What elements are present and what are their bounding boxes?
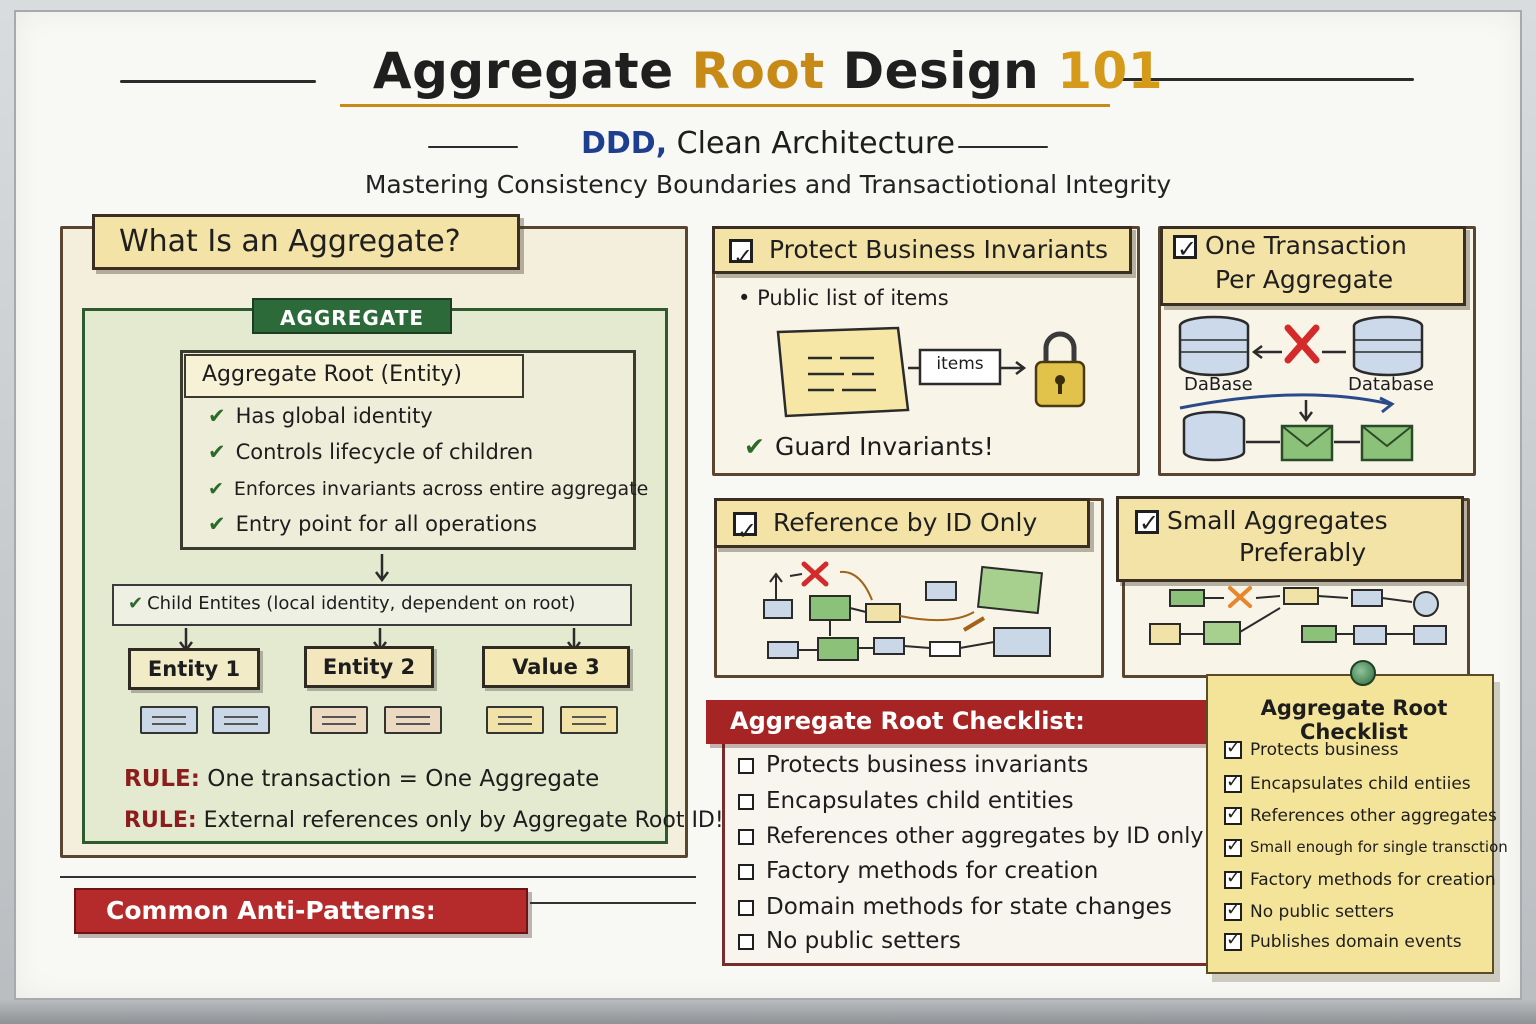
checklist-item[interactable]: Protects business invariants [738, 752, 1088, 778]
checkbox-icon [1224, 899, 1242, 921]
checkbox-icon [1224, 737, 1242, 759]
aggregate-root-title: Aggregate Root (Entity) [184, 354, 524, 398]
checkbox-icon [1224, 803, 1242, 825]
check-icon: ✔ [208, 512, 226, 536]
checkbox-icon [729, 236, 753, 278]
checkbox-icon [1173, 232, 1197, 266]
checkbox-icon[interactable] [738, 793, 754, 810]
entity-card-icon [140, 706, 198, 734]
checklist-item[interactable]: References other aggregates by ID only [738, 824, 1203, 849]
sticky-item: No public setters [1224, 899, 1394, 922]
title-rule-left [120, 80, 316, 83]
divider [60, 876, 696, 878]
sticky-item: Publishes domain events [1224, 929, 1462, 952]
sticky-note [1206, 674, 1494, 974]
sticky-title: Aggregate Root Checklist [1260, 696, 1448, 744]
subtitle-accent: DDD, [581, 126, 668, 161]
checklist-item[interactable]: Encapsulates child entities [738, 788, 1074, 814]
checkbox-icon[interactable] [738, 933, 754, 950]
subtitle-rule-right [958, 146, 1048, 148]
rule-2: RULE: External references only by Aggreg… [124, 808, 724, 833]
tagline: Mastering Consistency Boundaries and Tra… [364, 170, 1172, 199]
entity-card-icon [486, 706, 544, 734]
checkbox-icon[interactable] [738, 863, 754, 880]
transaction-database-diagram [1178, 315, 1424, 462]
public-list-bullet: • Public list of items [738, 286, 949, 310]
checklist-item[interactable]: No public setters [738, 928, 961, 954]
check-icon: ✔ [744, 432, 765, 461]
subtitle-rest: Clean Architecture [676, 126, 955, 161]
one-transaction-heading: One Transaction Per Aggregate [1160, 226, 1466, 306]
entity-1: Entity 1 [128, 648, 260, 690]
entity-card-icon [310, 706, 368, 734]
what-is-heading: What Is an Aggregate? [92, 214, 520, 270]
title-word-4: 101 [1057, 42, 1164, 100]
subtitle: DDD, Clean Architecture [0, 126, 1536, 161]
check-icon: ✔ [208, 440, 226, 464]
checkbox-icon [733, 509, 757, 553]
divider [530, 902, 696, 904]
root-item-1: ✔Has global identity [208, 404, 433, 428]
sticky-item: Small enough for single transction [1224, 835, 1508, 857]
page-title: Aggregate Root Design 101 [0, 42, 1536, 100]
small-aggregates-diagram [1149, 586, 1447, 645]
title-underline [340, 104, 1110, 107]
entity-2: Entity 2 [304, 646, 434, 688]
root-item-2: ✔Controls lifecycle of children [208, 440, 534, 464]
aggregate-tag: AGGREGATE [252, 298, 452, 334]
sticky-item: Protects business [1224, 737, 1398, 760]
reference-diagram [763, 561, 1051, 661]
entity-card-icon [212, 706, 270, 734]
entity-card-icon [560, 706, 618, 734]
check-icon: ✔ [208, 478, 224, 500]
checkbox-icon[interactable] [738, 899, 754, 916]
checkbox-icon [1224, 867, 1242, 889]
title-word-1: Aggregate [372, 42, 674, 100]
list-to-lock-diagram [776, 326, 1086, 418]
db-left-label: DaBase [1184, 374, 1253, 395]
checklist-item[interactable]: Domain methods for state changes [738, 894, 1172, 920]
entity-card-icon [384, 706, 442, 734]
sticky-item: References other aggregates [1224, 803, 1497, 826]
check-icon: ✔ [128, 593, 144, 614]
sticky-item: Encapsulates child entiies [1224, 771, 1471, 794]
checklist-heading: Aggregate Root Checklist: [706, 700, 1216, 744]
protect-invariants-heading: Protect Business Invariants [712, 226, 1132, 278]
check-icon: ✔ [208, 404, 226, 428]
anti-patterns-heading: Common Anti-Patterns: [74, 888, 528, 934]
title-word-2: Root [691, 42, 825, 100]
checkbox-icon [1224, 835, 1242, 857]
checkbox-icon [1224, 771, 1242, 793]
checkbox-icon[interactable] [738, 757, 754, 774]
marker-tray [0, 1000, 1536, 1024]
checklist-item[interactable]: Factory methods for creation [738, 858, 1098, 884]
items-label: items [936, 354, 984, 374]
checkbox-icon [1224, 929, 1242, 951]
title-rule-right [1114, 78, 1414, 81]
rule-1: RULE: One transaction = One Aggregate [124, 766, 600, 792]
child-entities-label: ✔Child Entites (local identity, dependen… [112, 584, 632, 626]
pushpin-icon [1350, 660, 1376, 686]
title-word-3: Design [842, 42, 1040, 100]
sticky-item: Factory methods for creation [1224, 867, 1496, 890]
checkbox-icon [1135, 507, 1159, 539]
checklist-panel [722, 700, 1210, 966]
root-item-3: ✔Enforces invariants across entire aggre… [208, 478, 649, 500]
db-right-label: Database [1348, 374, 1434, 395]
subtitle-rule-left [428, 146, 518, 148]
hierarchy-arrows [179, 554, 581, 653]
reference-by-id-heading: Reference by ID Only [714, 498, 1090, 553]
guard-invariants: ✔Guard Invariants! [744, 432, 994, 461]
small-aggregates-heading: Small Aggregates Preferably [1116, 496, 1464, 582]
value-3: Value 3 [482, 646, 630, 688]
root-item-4: ✔Entry point for all operations [208, 512, 537, 536]
checkbox-icon[interactable] [738, 829, 754, 845]
